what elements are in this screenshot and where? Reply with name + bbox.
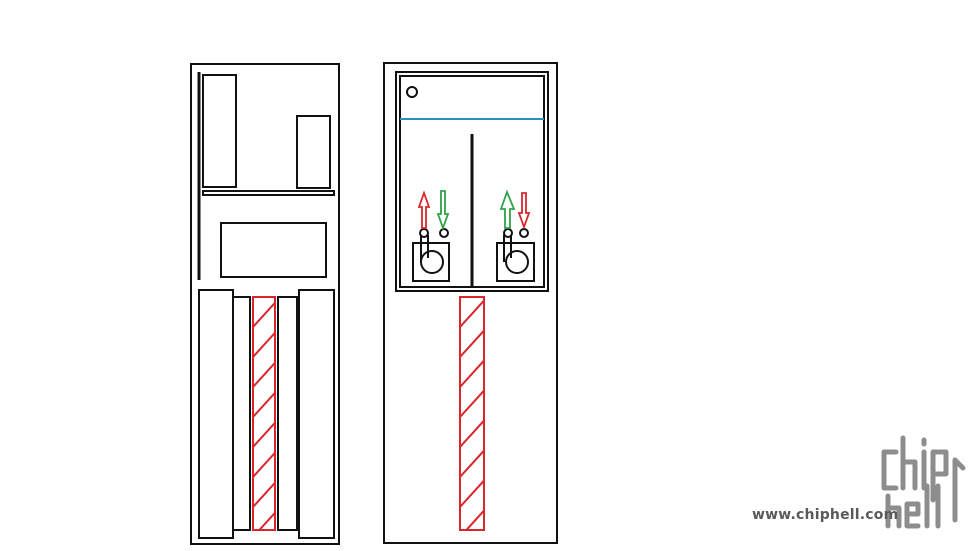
arrow-up-green-right [499, 189, 516, 229]
hatch-line [460, 299, 484, 328]
right-column-outer [298, 289, 335, 539]
hatch-line [253, 302, 275, 328]
arrow-up-red-left [417, 190, 431, 229]
left-column-outer [198, 289, 234, 539]
left-panel [190, 63, 340, 545]
watermark-url: www.chiphell.com [752, 507, 899, 523]
left-panel-frame [190, 63, 340, 545]
hatch-line [258, 512, 275, 530]
hatch-line [460, 449, 484, 478]
left-hatched-tube [252, 296, 276, 531]
arrow-down-red-right [517, 192, 531, 230]
indicator-circle [406, 86, 418, 98]
hatch-line [253, 332, 275, 358]
hatch-line [253, 452, 275, 478]
arrow-down-green-left [436, 190, 450, 231]
left-middle-box [220, 222, 327, 278]
chiphell-logo-icon [881, 435, 966, 529]
left-small-board [296, 115, 331, 189]
pump-right [496, 228, 535, 282]
left-tall-board [202, 74, 237, 188]
right-panel [383, 62, 558, 544]
hatch-line [460, 329, 484, 358]
inner-tank-outer [395, 71, 549, 292]
hatch-line [460, 389, 484, 418]
pump-left [412, 228, 450, 282]
arrows [417, 189, 531, 231]
hatch-line [465, 509, 484, 530]
hatch-line [460, 479, 484, 508]
hatch-line [253, 482, 275, 508]
hatch-line [460, 419, 484, 448]
hatch-line [460, 359, 484, 388]
right-strip-inner [277, 296, 298, 531]
hatch-line [253, 392, 275, 418]
right-hatched-tube [459, 296, 485, 531]
hatch-line [253, 422, 275, 448]
hatch-line [253, 362, 275, 388]
left-strip-inner [232, 296, 251, 531]
left-shelf [202, 190, 335, 196]
right-panel-frame [383, 62, 558, 544]
